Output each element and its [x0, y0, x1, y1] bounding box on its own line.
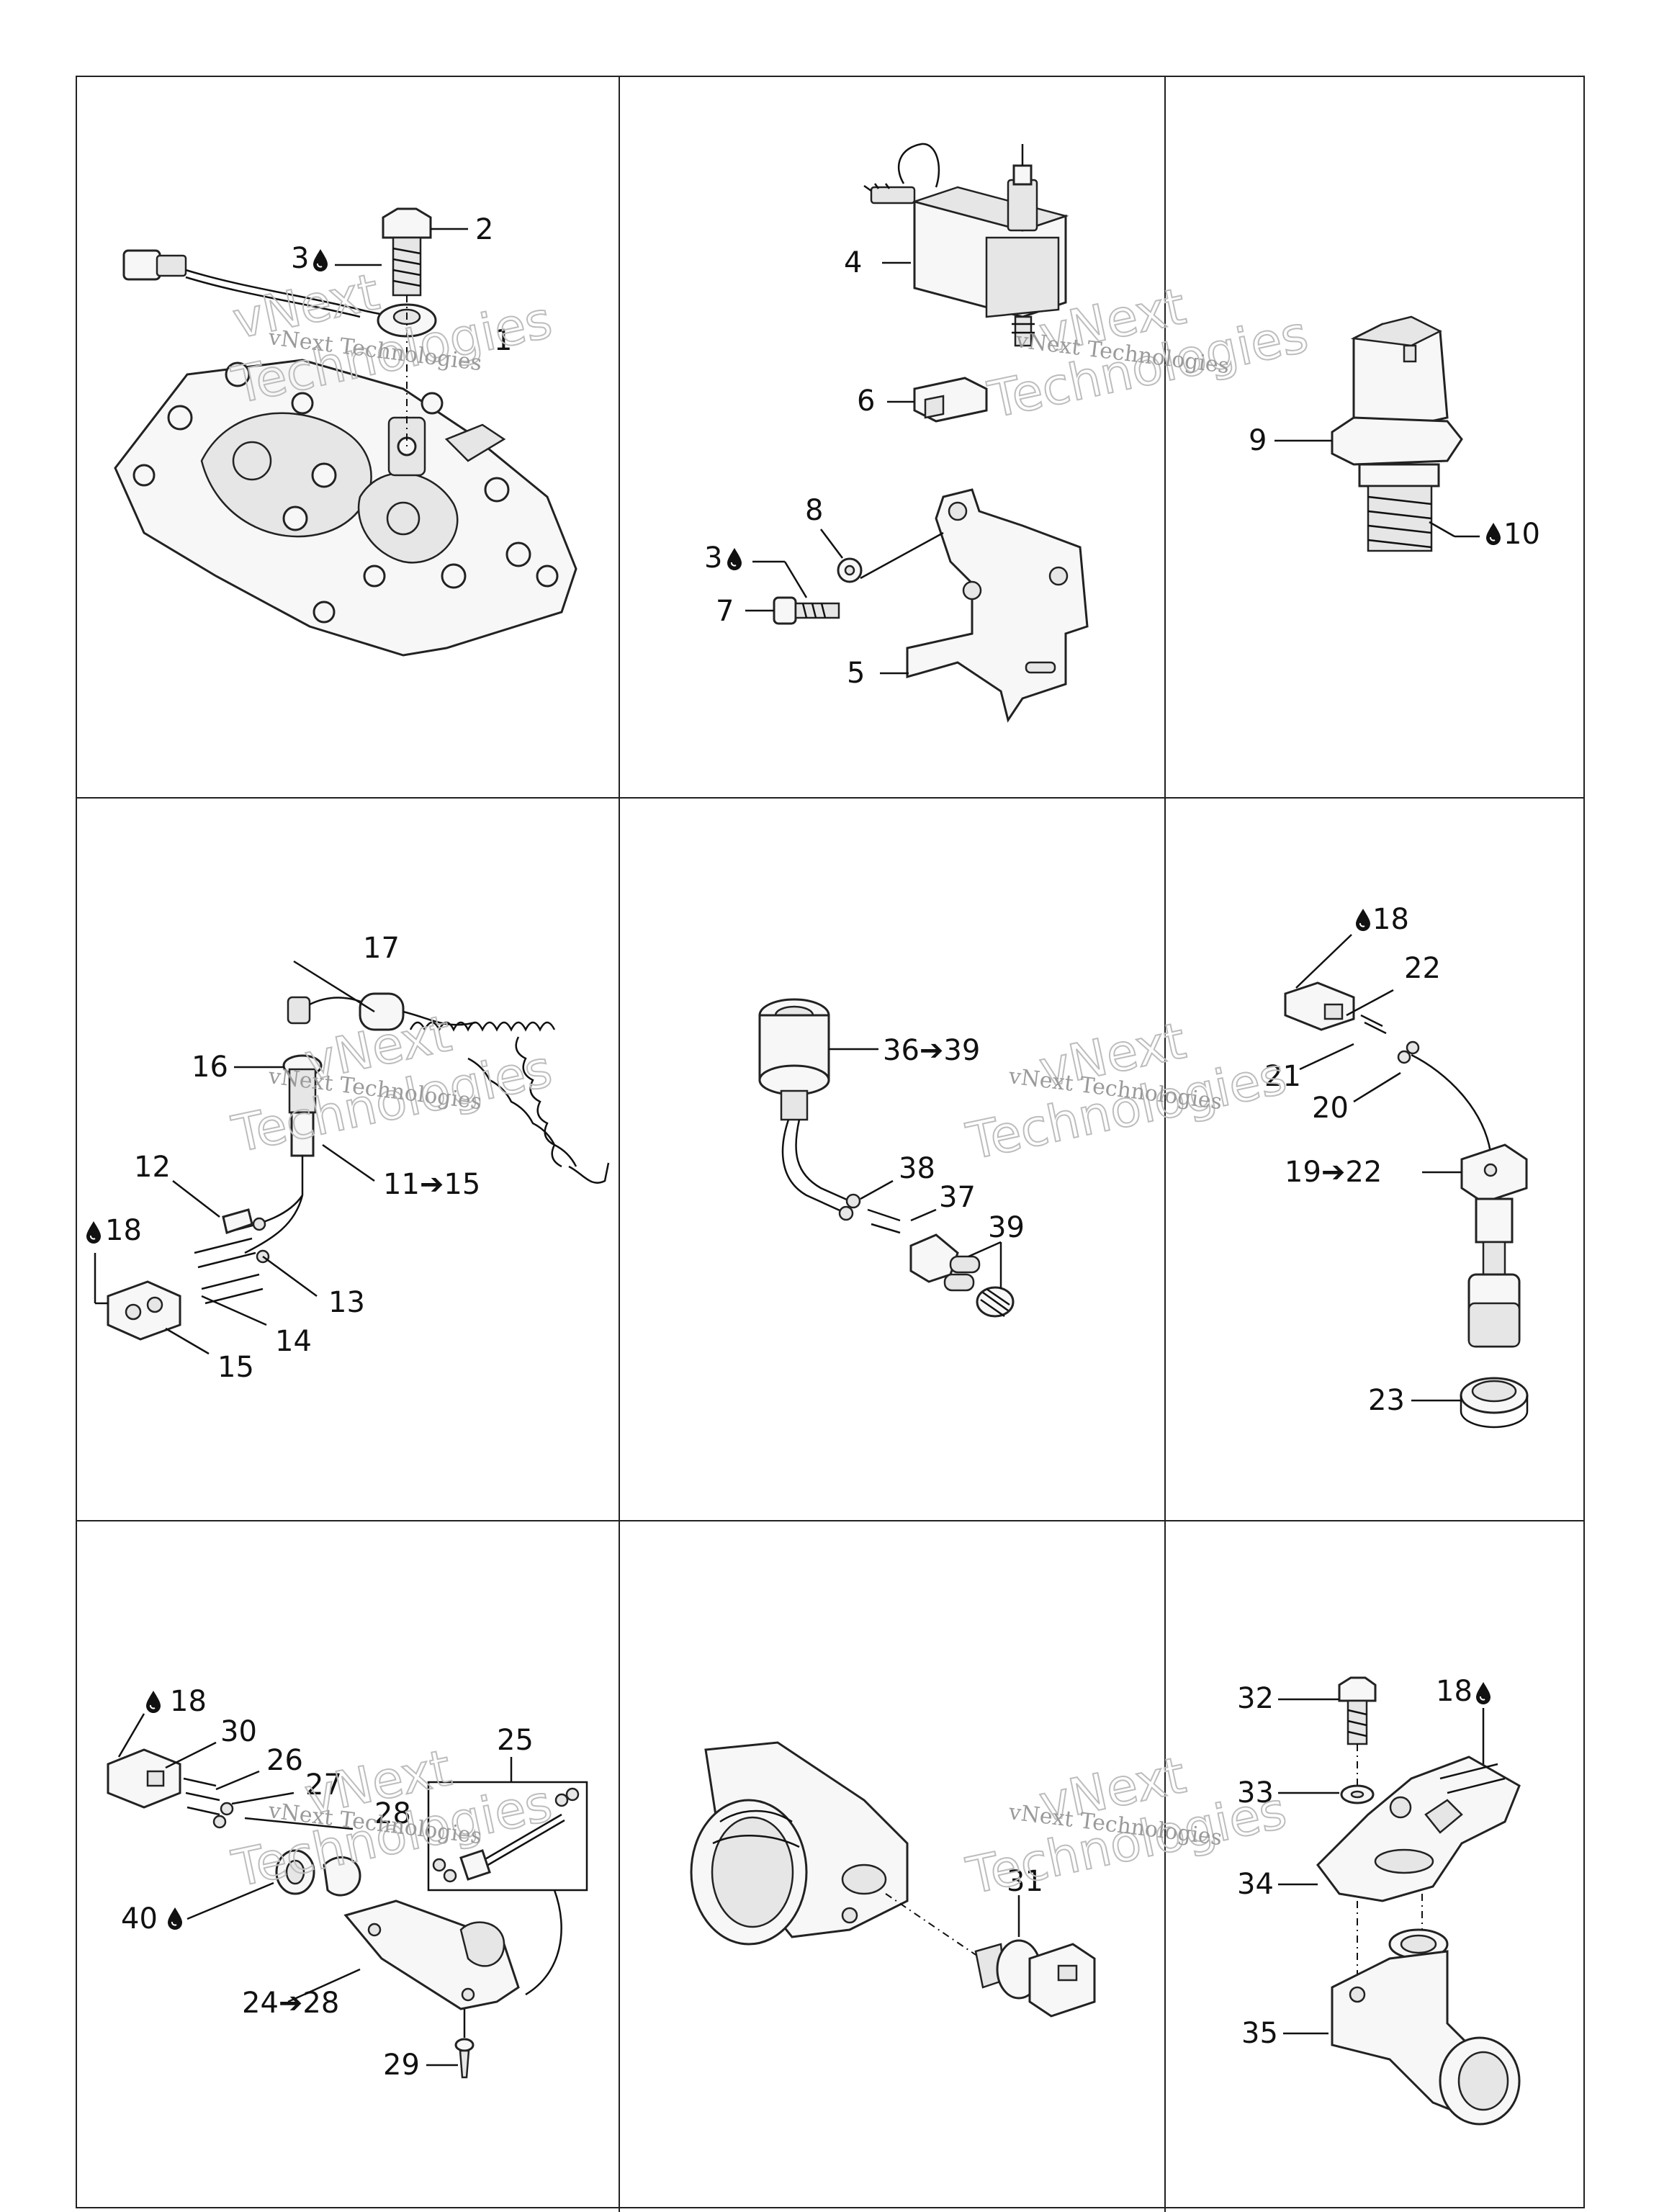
- panel-pressure-switch: 9 10: [1249, 315, 1540, 552]
- callout-36-39: 36➔39: [883, 1034, 980, 1067]
- callout-4: 4: [844, 246, 862, 279]
- pressure-switch-part: [1331, 315, 1463, 552]
- callout-27: 27: [305, 1768, 342, 1802]
- bracket-34-part: [1316, 1755, 1521, 1902]
- panel-bracket-adapter: 32 18 33 34 35: [1237, 1675, 1521, 2126]
- callout-24-28: 24➔28: [242, 1987, 339, 2020]
- callout-16: 16: [192, 1051, 228, 1084]
- callout-18d: 18: [1436, 1675, 1473, 1708]
- callout-6: 6: [857, 385, 875, 418]
- callout-3b: 3: [704, 541, 722, 575]
- mounting-plate-part: [343, 1899, 520, 2010]
- callout-32: 32: [1237, 1682, 1274, 1715]
- coil-cable-part: [287, 992, 610, 1184]
- washer-33-part: [1340, 1784, 1375, 1804]
- callout-38: 38: [899, 1152, 935, 1185]
- callout-28: 28: [374, 1797, 411, 1830]
- callout-35: 35: [1241, 2017, 1278, 2050]
- callout-18b: 18: [1372, 903, 1409, 936]
- housing-part: [690, 1741, 909, 1946]
- callout-3: 3: [291, 242, 309, 275]
- callout-29: 29: [383, 2049, 420, 2082]
- temperature-sensor-31-part: [974, 1939, 1096, 2018]
- callout-31: 31: [1007, 1865, 1043, 1898]
- sensor-body-part: [230, 1054, 323, 1254]
- callout-18c: 18: [170, 1685, 207, 1718]
- callout-37: 37: [939, 1181, 976, 1214]
- callout-9: 9: [1249, 424, 1267, 457]
- panel-coil-sensor: 17 16 11➔15 12 18 13 14 15: [86, 932, 610, 1384]
- callout-20: 20: [1312, 1092, 1349, 1125]
- screw-29-part: [454, 2009, 475, 2079]
- callout-30: 30: [220, 1715, 257, 1748]
- callout-34: 34: [1237, 1868, 1274, 1901]
- callout-21: 21: [1264, 1060, 1301, 1093]
- callout-19-22: 19➔22: [1285, 1156, 1382, 1189]
- callout-12: 12: [134, 1151, 171, 1184]
- screw-part: [773, 596, 840, 625]
- panel-level-sensor: 18 22 21 20 19➔22: [1264, 903, 1529, 1429]
- connector-housing-30-part: [107, 1748, 234, 1829]
- drop-icon: [727, 547, 742, 571]
- sensor-head-part: [275, 1849, 361, 1897]
- level-sensor-part: [1460, 1143, 1528, 1348]
- panel-plug-sensor: 36➔39 38 37 39: [758, 998, 1025, 1318]
- callout-22: 22: [1404, 952, 1441, 985]
- panel-sensor-kit: 18 30 26 27 28: [107, 1685, 588, 2082]
- callout-10: 10: [1503, 518, 1540, 551]
- panel-housing-temp-sensor: 31: [690, 1741, 1096, 2018]
- temperature-sensor-cable: [122, 249, 437, 338]
- drop-icon: [1475, 1681, 1491, 1705]
- washer-part: [837, 557, 863, 583]
- callout-1: 1: [494, 324, 512, 357]
- panel-solenoid-bracket: 4 6 8 3 7 5: [704, 143, 1089, 723]
- watermark-3: vNext Technologies vNext Technologies: [227, 1003, 558, 1165]
- cylinder-cover-part: [114, 359, 577, 657]
- callout-40: 40: [121, 1902, 158, 1936]
- watermark-4: vNext Technologies vNext Technologies: [961, 1010, 1292, 1172]
- callout-13: 13: [328, 1286, 365, 1319]
- drop-icon: [1485, 522, 1501, 546]
- callout-14: 14: [275, 1325, 312, 1358]
- callout-7: 7: [716, 595, 734, 628]
- bolt-32-part: [1338, 1676, 1377, 1745]
- callout-23: 23: [1368, 1384, 1405, 1417]
- callout-2: 2: [475, 213, 493, 246]
- callout-26: 26: [266, 1744, 303, 1777]
- callout-25: 25: [497, 1724, 534, 1757]
- drop-icon: [145, 1690, 161, 1714]
- callout-18: 18: [105, 1214, 142, 1247]
- connector-38-39-part: [838, 1193, 1015, 1318]
- callout-11-15: 11➔15: [383, 1168, 480, 1201]
- callout-8: 8: [805, 494, 823, 527]
- kit-box: [427, 1781, 588, 1996]
- drop-icon: [1355, 908, 1371, 932]
- connector-housing-22-part: [1284, 981, 1492, 1153]
- drop-icon: [86, 1220, 102, 1244]
- adapter-35-part: [1331, 1928, 1521, 2126]
- solenoid-valve-part: [863, 143, 1069, 347]
- drop-icon: [167, 1907, 183, 1930]
- callout-33: 33: [1237, 1776, 1274, 1809]
- bolt-part: [382, 207, 432, 297]
- callout-15: 15: [217, 1351, 254, 1384]
- terminal-part: [222, 1208, 270, 1264]
- plug-sensor-part: [758, 998, 854, 1215]
- grommet-part: [1460, 1377, 1529, 1429]
- bracket-part: [906, 488, 1089, 723]
- panel-grid: [76, 76, 1585, 2212]
- callout-39: 39: [988, 1211, 1025, 1244]
- connector-housing-part: [107, 1280, 181, 1341]
- clip-part: [913, 377, 988, 423]
- callout-17: 17: [363, 932, 400, 965]
- drop-icon: [313, 248, 328, 272]
- panel-cover-assembly: 2 3 1: [114, 207, 577, 657]
- pin-contacts-part: [194, 1237, 264, 1305]
- callout-5: 5: [847, 657, 865, 690]
